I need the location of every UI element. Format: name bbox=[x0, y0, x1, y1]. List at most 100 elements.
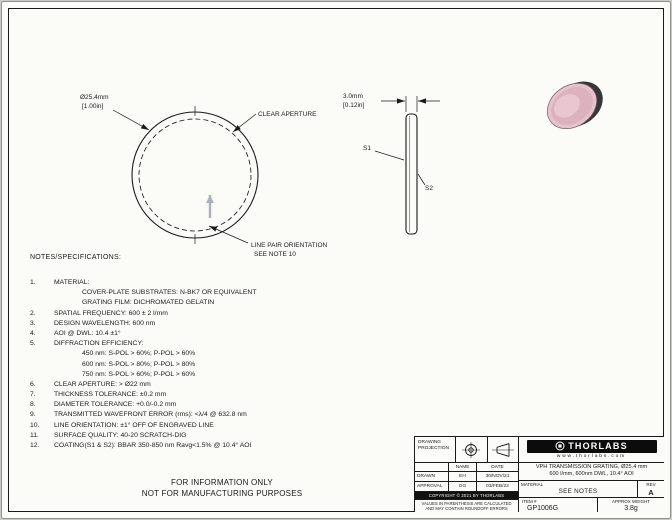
note-row: 4. AOI @ DWL: 10.4 ±1° bbox=[30, 329, 415, 339]
material-label: MATERIAL bbox=[521, 482, 544, 488]
note-row: GRATING FILM: DICHROMATED GELATIN bbox=[30, 298, 415, 308]
surface-s2-label: S2 bbox=[425, 185, 433, 192]
note-text: DESIGN WAVELENGTH: 600 nm bbox=[54, 319, 156, 327]
drawn-row: DRAWN EH 30/NOV/21 bbox=[415, 472, 518, 482]
drawing-projection-label: DRAWING PROJECTION bbox=[418, 440, 449, 451]
info-only-line2: NOT FOR MANUFACTURING PURPOSES bbox=[141, 488, 303, 498]
material-rev-row: MATERIAL SEE NOTES REV A bbox=[519, 481, 664, 498]
info-only-line1: FOR INFORMATION ONLY bbox=[171, 478, 273, 487]
note-text: COVER-PLATE SUBSTRATES: N-BK7 OR EQUIVAL… bbox=[82, 289, 257, 297]
note-number: 5. bbox=[30, 340, 36, 348]
information-only-notice: FOR INFORMATION ONLY NOT FOR MANUFACTURI… bbox=[42, 478, 402, 499]
date-header: DATE bbox=[491, 464, 504, 470]
line-pair-leader-line bbox=[208, 225, 249, 244]
thorlabs-logo-icon bbox=[555, 441, 565, 451]
clear-aperture-circle bbox=[138, 118, 252, 232]
note-number: 6. bbox=[30, 380, 36, 388]
notes-heading: NOTES/SPECIFICATIONS: bbox=[30, 254, 122, 261]
title-block: DRAWING PROJECTION bbox=[414, 436, 664, 512]
line-pair-see-note-label: SEE NOTE 10 bbox=[254, 251, 296, 258]
note-row: 6. CLEAR APERTURE: > Ø22 mm bbox=[30, 380, 415, 390]
part-title-line1: VPH TRANSMISSION GRATING, Ø25.4 mm bbox=[535, 464, 648, 471]
note-number: 3. bbox=[30, 319, 36, 327]
drawn-label: DRAWN bbox=[415, 472, 449, 481]
drawing-projection-cell: DRAWING PROJECTION bbox=[415, 437, 518, 463]
s2-leader-line bbox=[417, 173, 426, 186]
note-number: 8. bbox=[30, 401, 36, 409]
note-number: 11. bbox=[30, 431, 39, 439]
note-number: 7. bbox=[30, 391, 36, 399]
approval-name: GG bbox=[449, 482, 477, 491]
material-cell: MATERIAL SEE NOTES bbox=[519, 481, 638, 497]
note-row: 450 nm: S-POL > 60%; P-POL > 60% bbox=[30, 349, 415, 359]
note-row: 9. TRANSMITTED WAVEFRONT ERROR (rms): <λ/… bbox=[30, 410, 415, 420]
note-text: 600 nm: S-POL > 80%; P-POL > 80% bbox=[82, 360, 196, 368]
note-row: 750 nm: S-POL > 60%; P-POL > 60% bbox=[30, 370, 415, 380]
clear-aperture-label: CLEAR APERTURE bbox=[258, 111, 317, 118]
projection-frustum-icon bbox=[491, 442, 514, 457]
note-text: LINE ORIENTATION: ±1° OFF OF ENGRAVED LI… bbox=[54, 421, 214, 429]
note-text: MATERIAL: bbox=[54, 279, 90, 286]
name-header: NAME bbox=[449, 463, 477, 471]
approval-row: APPROVAL GG 03/FEB/22 bbox=[415, 482, 518, 492]
diameter-leader-line bbox=[112, 109, 150, 131]
note-row: COVER-PLATE SUBSTRATES: N-BK7 OR EQUIVAL… bbox=[30, 288, 415, 298]
drawing-frame-border bbox=[8, 8, 664, 512]
note-row: 8. DIAMETER TOLERANCE: +0.0/-0.2 mm bbox=[30, 400, 415, 410]
note-text: GRATING FILM: DICHROMATED GELATIN bbox=[82, 299, 215, 307]
grating-highlight bbox=[554, 94, 580, 118]
brand-name: THORLABS bbox=[568, 441, 628, 452]
item-number-label: ITEM # bbox=[522, 499, 537, 504]
rev-label: REV bbox=[646, 482, 656, 488]
part-title-line2: 600 l/mm, 600nm DWL, 10.4° AOI bbox=[549, 471, 634, 478]
note-row: 12. COATING(S1 & S2): BBAR 350-850 nm Rav… bbox=[30, 441, 415, 451]
item-number-value: GP1006G bbox=[527, 505, 559, 512]
note-number: 12. bbox=[30, 442, 40, 449]
thorlabs-logo: THORLABS bbox=[526, 439, 657, 453]
notes-section: NOTES/SPECIFICATIONS: 1.MATERIAL: COVER-… bbox=[30, 254, 415, 451]
diameter-dimension-inches: [1.00in] bbox=[82, 103, 104, 110]
note-number: 9. bbox=[30, 411, 36, 419]
note-text: CLEAR APERTURE: > Ø22 mm bbox=[54, 380, 151, 388]
side-view: 3.0mm [0.12in] S1 S2 bbox=[343, 93, 440, 235]
approval-label: APPROVAL bbox=[415, 482, 449, 491]
item-weight-row: ITEM # GP1006G APPROX WEIGHT 3.8g bbox=[519, 498, 664, 512]
approval-date: 03/FEB/22 bbox=[486, 484, 509, 489]
s1-leader-line bbox=[374, 150, 405, 161]
roundoff-disclaimer: VALUES IN PARENTHESIS ARE CALCULATED AND… bbox=[421, 500, 512, 511]
outer-diameter-circle bbox=[131, 111, 259, 239]
drawn-date: 30/NOV/21 bbox=[485, 474, 510, 479]
drawn-name: EH bbox=[449, 472, 477, 481]
copyright-bar: COPYRIGHT © 2021 BY THORLABS bbox=[415, 492, 518, 500]
title-block-left: DRAWING PROJECTION bbox=[415, 437, 519, 512]
brand-cell: THORLABS www.thorlabs.com bbox=[519, 437, 664, 463]
approx-weight-label: APPROX WEIGHT bbox=[611, 499, 650, 504]
website-url: www.thorlabs.com bbox=[556, 454, 627, 460]
front-view: Ø25.4mm [1.00in] CLEAR APERTURE LINE PAI… bbox=[80, 94, 328, 258]
projection-circles-icon bbox=[462, 441, 481, 458]
note-row: 1.MATERIAL: bbox=[30, 278, 415, 288]
note-number: 10. bbox=[30, 421, 40, 429]
material-value: SEE NOTES bbox=[558, 488, 598, 496]
approx-weight-cell: APPROX WEIGHT 3.8g bbox=[598, 498, 664, 512]
side-profile-outline bbox=[405, 113, 418, 235]
clear-aperture-leader-line bbox=[232, 113, 257, 133]
note-text: THICKNESS TOLERANCE: ±0.2 mm bbox=[54, 391, 167, 399]
note-row: 5.DIFFRACTION EFFICIENCY: bbox=[30, 339, 415, 349]
thickness-dimension-inches: [0.12in] bbox=[343, 102, 365, 109]
rev-value: A bbox=[648, 487, 654, 497]
note-number: 4. bbox=[30, 329, 36, 337]
grating-3d-render bbox=[546, 81, 603, 130]
note-text: DIAMETER TOLERANCE: +0.0/-0.2 mm bbox=[54, 401, 177, 409]
note-text: SURFACE QUALITY: 40-20 SCRATCH-DIG bbox=[54, 431, 187, 439]
note-text: SPATIAL FREQUENCY: 600 ± 2 l/mm bbox=[54, 309, 168, 317]
diameter-dimension-label: Ø25.4mm bbox=[80, 94, 109, 101]
item-number-cell: ITEM # GP1006G bbox=[519, 498, 598, 512]
note-number: 2. bbox=[30, 309, 36, 317]
note-text: TRANSMITTED WAVEFRONT ERROR (rms): <λ/4 … bbox=[54, 411, 247, 419]
note-text: AOI @ DWL: 10.4 ±1° bbox=[54, 329, 121, 337]
surface-s1-label: S1 bbox=[363, 145, 371, 152]
note-text: COATING(S1 & S2): BBAR 350-850 nm Ravg<1… bbox=[54, 442, 252, 449]
